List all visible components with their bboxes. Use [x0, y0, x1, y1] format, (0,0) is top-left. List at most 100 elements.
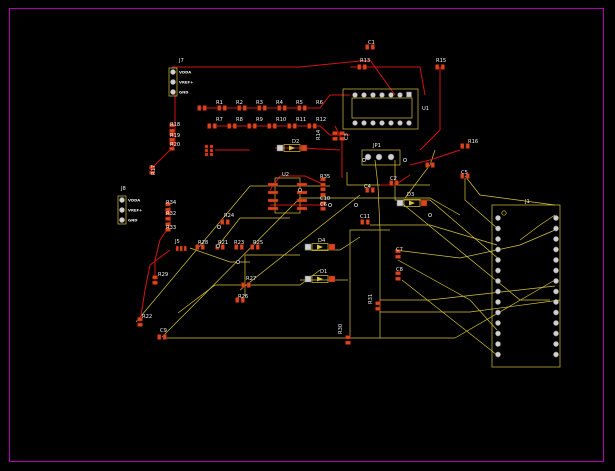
part-r33[interactable]: R33	[165, 222, 177, 232]
part-r17b[interactable]	[425, 162, 435, 168]
bottom-copper-traces	[135, 149, 561, 356]
part-d3[interactable]: D3	[396, 192, 428, 207]
part-c5[interactable]: C5	[460, 170, 470, 179]
via	[235, 259, 240, 264]
part-r24[interactable]: R24	[220, 213, 235, 225]
part-u2[interactable]: U2	[267, 172, 308, 214]
part-c4[interactable]: C4	[364, 184, 375, 193]
ref-d3: D3	[407, 192, 414, 198]
part-c10[interactable]: C10	[320, 187, 330, 203]
ref-j8: J8	[120, 186, 126, 192]
part-j5[interactable]: J5	[174, 239, 187, 252]
part-r20[interactable]: R20	[169, 141, 181, 151]
part-c8[interactable]: C8	[395, 267, 403, 281]
board-outline	[9, 8, 604, 462]
ref-r33: R33	[166, 225, 176, 231]
part-r27[interactable]: R27	[241, 276, 257, 288]
part-r35[interactable]: R35	[320, 174, 330, 187]
part-r14[interactable]: R14	[316, 129, 338, 141]
pin-label: VDDA	[128, 198, 140, 203]
part-r1[interactable]: R1	[197, 100, 223, 111]
part-r26[interactable]: R26	[235, 294, 249, 303]
part-r9[interactable]: R9	[247, 117, 263, 129]
part-r31[interactable]: R31	[368, 294, 381, 311]
ref-r9: R9	[256, 117, 263, 123]
part-c11[interactable]: C11	[360, 214, 370, 225]
via	[353, 202, 358, 207]
ref-r14: R14	[316, 129, 322, 140]
part-c7[interactable]: C7	[395, 247, 403, 259]
ref-r3: R3	[256, 100, 263, 106]
part-c2[interactable]: C2	[389, 176, 399, 186]
ref-c3: C3	[344, 133, 350, 140]
part-c6[interactable]: C6	[320, 201, 327, 211]
part-d1[interactable]: D1	[304, 269, 336, 283]
ref-r11: R11	[296, 117, 306, 123]
pin-label: VDDA	[179, 70, 191, 75]
ref-r31: R31	[368, 294, 374, 304]
part-r10[interactable]: R10	[267, 117, 287, 129]
pin-label: GND	[128, 218, 137, 223]
part-r4[interactable]: R4	[257, 100, 284, 111]
pin-label: VREF+	[128, 208, 142, 213]
part-c3[interactable]: C3	[339, 131, 351, 141]
ref-c5: C5	[461, 170, 468, 176]
ref-r27: R27	[246, 276, 256, 282]
part-r8[interactable]: R8	[227, 117, 243, 129]
ref-u1: U1	[422, 106, 429, 112]
ref-r35: R35	[320, 174, 330, 180]
connector-j8[interactable]: VDDA VREF+ GND J8	[117, 186, 142, 225]
ref-r20: R20	[170, 142, 180, 148]
part-r17[interactable]: R17	[149, 165, 158, 175]
part-r29[interactable]: R29	[152, 272, 169, 285]
part-r11[interactable]: R11	[287, 117, 307, 129]
part-c9[interactable]: C9	[157, 328, 167, 340]
part-r25[interactable]: R25	[250, 240, 264, 250]
part-r28[interactable]: R28	[195, 240, 209, 250]
part-r7[interactable]: R7	[207, 117, 223, 129]
part-d2[interactable]: D2	[276, 139, 308, 152]
part-u1[interactable]: U1	[342, 88, 429, 130]
part-r5[interactable]: R5	[277, 100, 303, 111]
ref-j7: J7	[178, 58, 184, 64]
ref-j5: J5	[174, 239, 180, 245]
ref-r4: R4	[276, 100, 284, 106]
part-r32[interactable]: R32	[165, 211, 177, 221]
connector-j1[interactable]: J1	[491, 199, 561, 368]
ref-c6: C6	[320, 202, 327, 208]
part-r22[interactable]: R22	[137, 314, 153, 327]
ref-c2: C2	[390, 176, 397, 182]
ref-r26: R26	[238, 294, 248, 300]
part-stack[interactable]	[204, 144, 214, 157]
part-c1[interactable]: C1	[365, 40, 375, 50]
part-r34[interactable]: R34	[165, 200, 177, 212]
ref-u2: U2	[282, 172, 289, 178]
pin-label: GND	[179, 90, 188, 95]
ref-r8: R8	[236, 117, 243, 123]
via	[297, 187, 302, 192]
ref-d2: D2	[292, 139, 299, 145]
top-copper-traces	[139, 59, 461, 323]
ref-r22: R22	[142, 314, 152, 320]
connector-j7[interactable]: VDDA VREF+ GND J7	[168, 58, 193, 97]
part-d4[interactable]: D4	[304, 238, 336, 251]
part-r6[interactable]: R6	[297, 100, 323, 111]
ref-c11: C11	[360, 214, 370, 220]
via	[327, 202, 332, 207]
part-r13[interactable]: R13	[357, 58, 371, 70]
part-r2[interactable]: R2	[217, 100, 243, 111]
part-r30[interactable]: R30	[338, 324, 351, 345]
part-r12[interactable]: R12	[307, 117, 327, 129]
part-r15[interactable]: R15	[435, 58, 447, 70]
part-r3[interactable]: R3	[237, 100, 263, 111]
ref-r24: R24	[224, 213, 235, 219]
via	[361, 157, 366, 162]
part-jp1[interactable]: JP1	[361, 143, 401, 166]
pin-label: VREF+	[179, 80, 193, 85]
ref-r21: R21	[218, 240, 228, 246]
ref-r12: R12	[316, 117, 326, 123]
part-r16[interactable]: R16	[460, 139, 479, 149]
part-r23[interactable]: R23	[234, 240, 244, 250]
